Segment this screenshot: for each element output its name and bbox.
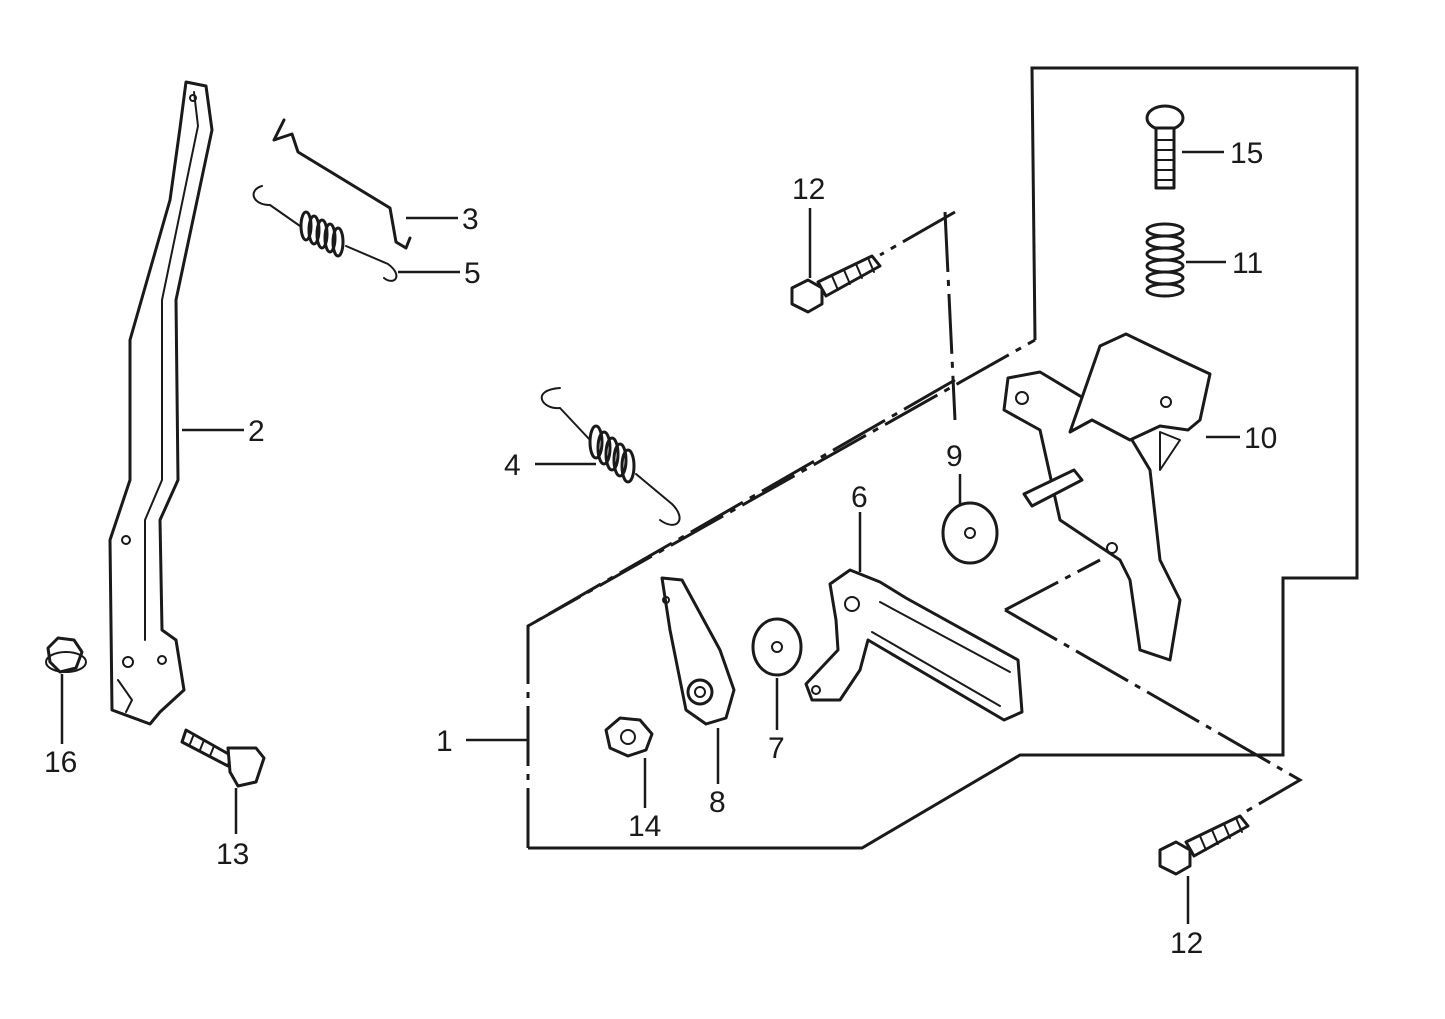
callout-13: 13 bbox=[216, 838, 249, 871]
callout-5: 5 bbox=[464, 257, 481, 290]
small-nut-part bbox=[45, 636, 87, 674]
callout-12-top: 12 bbox=[792, 173, 825, 206]
callout-1: 1 bbox=[436, 725, 453, 758]
callout-7: 7 bbox=[768, 732, 785, 765]
callout-2: 2 bbox=[248, 415, 265, 448]
t-bolt-part bbox=[180, 728, 266, 788]
callout-15: 15 bbox=[1230, 137, 1263, 170]
lever-arm-part bbox=[108, 80, 214, 726]
callout-14: 14 bbox=[628, 810, 661, 843]
compression-spring-part bbox=[1145, 222, 1185, 298]
screw-part bbox=[1145, 104, 1185, 190]
governor-spring-part bbox=[540, 387, 681, 526]
assembly-boundary-solid bbox=[528, 66, 1359, 850]
control-lever-bracket-part bbox=[804, 568, 1024, 722]
flange-nut-part bbox=[604, 716, 654, 758]
flange-bolt-top-part bbox=[790, 254, 882, 314]
callout-6: 6 bbox=[851, 481, 868, 514]
small-spring-part bbox=[252, 185, 398, 282]
washer-small-part bbox=[751, 617, 803, 677]
callout-10: 10 bbox=[1244, 422, 1277, 455]
callout-labels: 1 2 3 4 5 6 7 8 9 10 11 12 12 13 14 15 1… bbox=[44, 137, 1277, 960]
washer-large-part bbox=[941, 501, 999, 565]
callout-9: 9 bbox=[946, 440, 963, 473]
flange-bolt-bottom-part bbox=[1158, 814, 1250, 876]
callout-8: 8 bbox=[709, 786, 726, 819]
callout-11: 11 bbox=[1232, 247, 1263, 280]
callout-3: 3 bbox=[462, 203, 479, 236]
throttle-rod-part bbox=[272, 118, 412, 250]
callout-16: 16 bbox=[44, 746, 77, 779]
assembly-boundary-dashed bbox=[526, 210, 1303, 848]
leader-lines bbox=[60, 150, 1240, 924]
control-base-plate-part bbox=[1002, 332, 1212, 662]
callout-12-bottom: 12 bbox=[1170, 927, 1203, 960]
callout-4: 4 bbox=[504, 449, 521, 482]
throttle-lever-part bbox=[660, 576, 736, 726]
